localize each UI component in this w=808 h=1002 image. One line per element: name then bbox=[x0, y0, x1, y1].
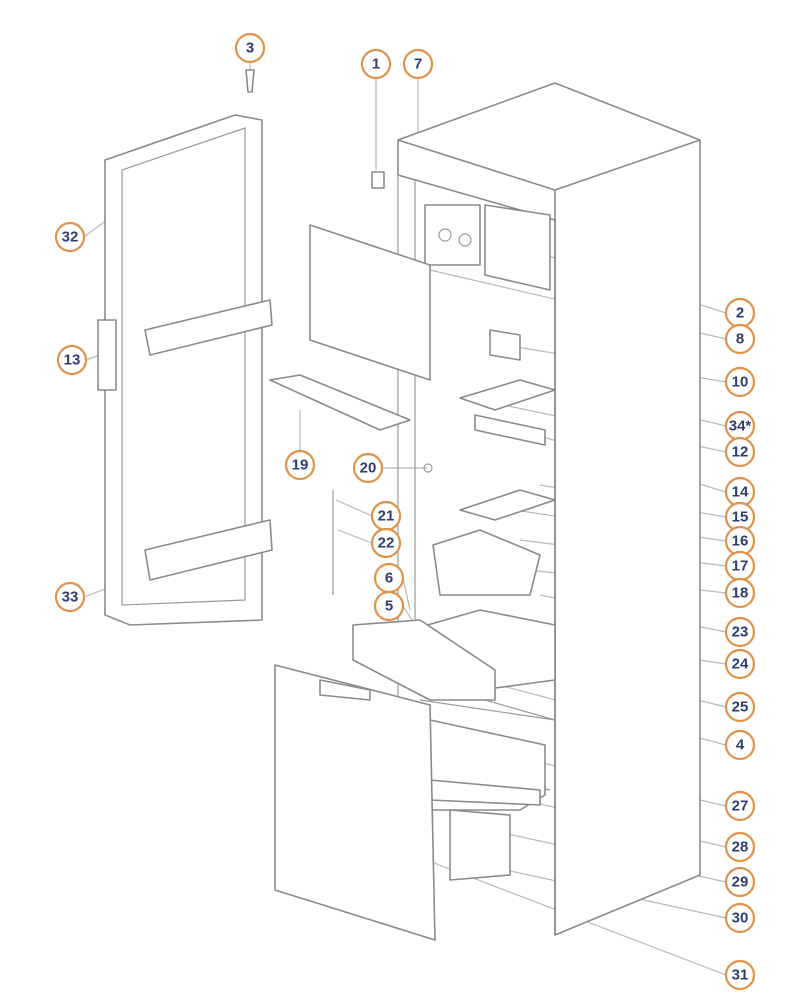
callout-33: 33 bbox=[54, 581, 86, 613]
svg-text:15: 15 bbox=[732, 509, 749, 526]
svg-text:2: 2 bbox=[736, 305, 744, 322]
callout-30: 30 bbox=[724, 902, 756, 934]
fridge-door bbox=[97, 114, 273, 626]
callout-24: 24 bbox=[724, 648, 756, 680]
svg-text:20: 20 bbox=[360, 460, 377, 477]
callout-29: 29 bbox=[724, 866, 756, 898]
svg-text:21: 21 bbox=[378, 508, 395, 525]
svg-text:7: 7 bbox=[414, 56, 422, 73]
callout-28: 28 bbox=[724, 831, 756, 863]
callout-1: 1 bbox=[360, 48, 392, 80]
svg-text:19: 19 bbox=[292, 457, 309, 474]
svg-text:1: 1 bbox=[372, 56, 380, 73]
svg-text:29: 29 bbox=[732, 874, 749, 891]
svg-text:24: 24 bbox=[732, 656, 749, 673]
svg-text:23: 23 bbox=[732, 624, 749, 641]
callout-25: 25 bbox=[724, 691, 756, 723]
callout-17: 17 bbox=[724, 550, 756, 582]
callout-13: 13 bbox=[56, 344, 88, 376]
svg-text:30: 30 bbox=[732, 910, 749, 927]
thermostat-part bbox=[245, 69, 385, 189]
door-bar bbox=[269, 374, 411, 431]
callout-2: 2 bbox=[724, 297, 756, 329]
svg-text:10: 10 bbox=[732, 374, 749, 391]
svg-text:16: 16 bbox=[732, 533, 749, 550]
svg-text:31: 31 bbox=[732, 967, 749, 984]
svg-text:28: 28 bbox=[732, 839, 749, 856]
svg-text:32: 32 bbox=[62, 229, 79, 246]
svg-text:22: 22 bbox=[378, 535, 395, 552]
callout-19: 19 bbox=[284, 449, 316, 481]
svg-text:17: 17 bbox=[732, 558, 749, 575]
callout-22: 22 bbox=[370, 527, 402, 559]
callout-14: 14 bbox=[724, 476, 756, 508]
freezer-drawer bbox=[274, 664, 546, 941]
crisper-cover bbox=[352, 619, 496, 701]
callout-5: 5 bbox=[373, 590, 405, 622]
callout-12: 12 bbox=[724, 436, 756, 468]
callout-20: 20 bbox=[352, 452, 384, 484]
callout-3: 3 bbox=[234, 32, 266, 64]
svg-text:4: 4 bbox=[736, 737, 745, 754]
callout-23: 23 bbox=[724, 616, 756, 648]
svg-text:5: 5 bbox=[385, 598, 393, 615]
freezer-door-panel bbox=[309, 224, 431, 381]
svg-text:3: 3 bbox=[246, 40, 254, 57]
svg-text:14: 14 bbox=[732, 484, 749, 501]
svg-text:8: 8 bbox=[736, 331, 744, 348]
svg-text:34*: 34* bbox=[729, 418, 752, 435]
callout-10: 10 bbox=[724, 366, 756, 398]
svg-text:13: 13 bbox=[64, 352, 81, 369]
callout-7: 7 bbox=[402, 48, 434, 80]
svg-text:33: 33 bbox=[62, 589, 79, 606]
evaporator-cover bbox=[489, 329, 521, 361]
svg-text:18: 18 bbox=[732, 585, 749, 602]
callouts: 3 1 7 32 13 19 20 21 22 6 5 33 2 8 10 34… bbox=[54, 32, 756, 991]
svg-text:12: 12 bbox=[732, 444, 749, 461]
svg-text:6: 6 bbox=[385, 570, 393, 587]
callout-27: 27 bbox=[724, 790, 756, 822]
svg-text:27: 27 bbox=[732, 798, 749, 815]
callout-6: 6 bbox=[373, 562, 405, 594]
callout-18: 18 bbox=[724, 577, 756, 609]
callout-32: 32 bbox=[54, 221, 86, 253]
callout-8: 8 bbox=[724, 323, 756, 355]
fridge-cabinet bbox=[397, 82, 701, 936]
callout-21: 21 bbox=[370, 500, 402, 532]
svg-text:25: 25 bbox=[732, 699, 749, 716]
callout-31: 31 bbox=[724, 959, 756, 991]
callout-16: 16 bbox=[724, 525, 756, 557]
callout-4: 4 bbox=[724, 729, 756, 761]
callout-34: 34* bbox=[724, 410, 756, 442]
shelves bbox=[409, 379, 556, 691]
